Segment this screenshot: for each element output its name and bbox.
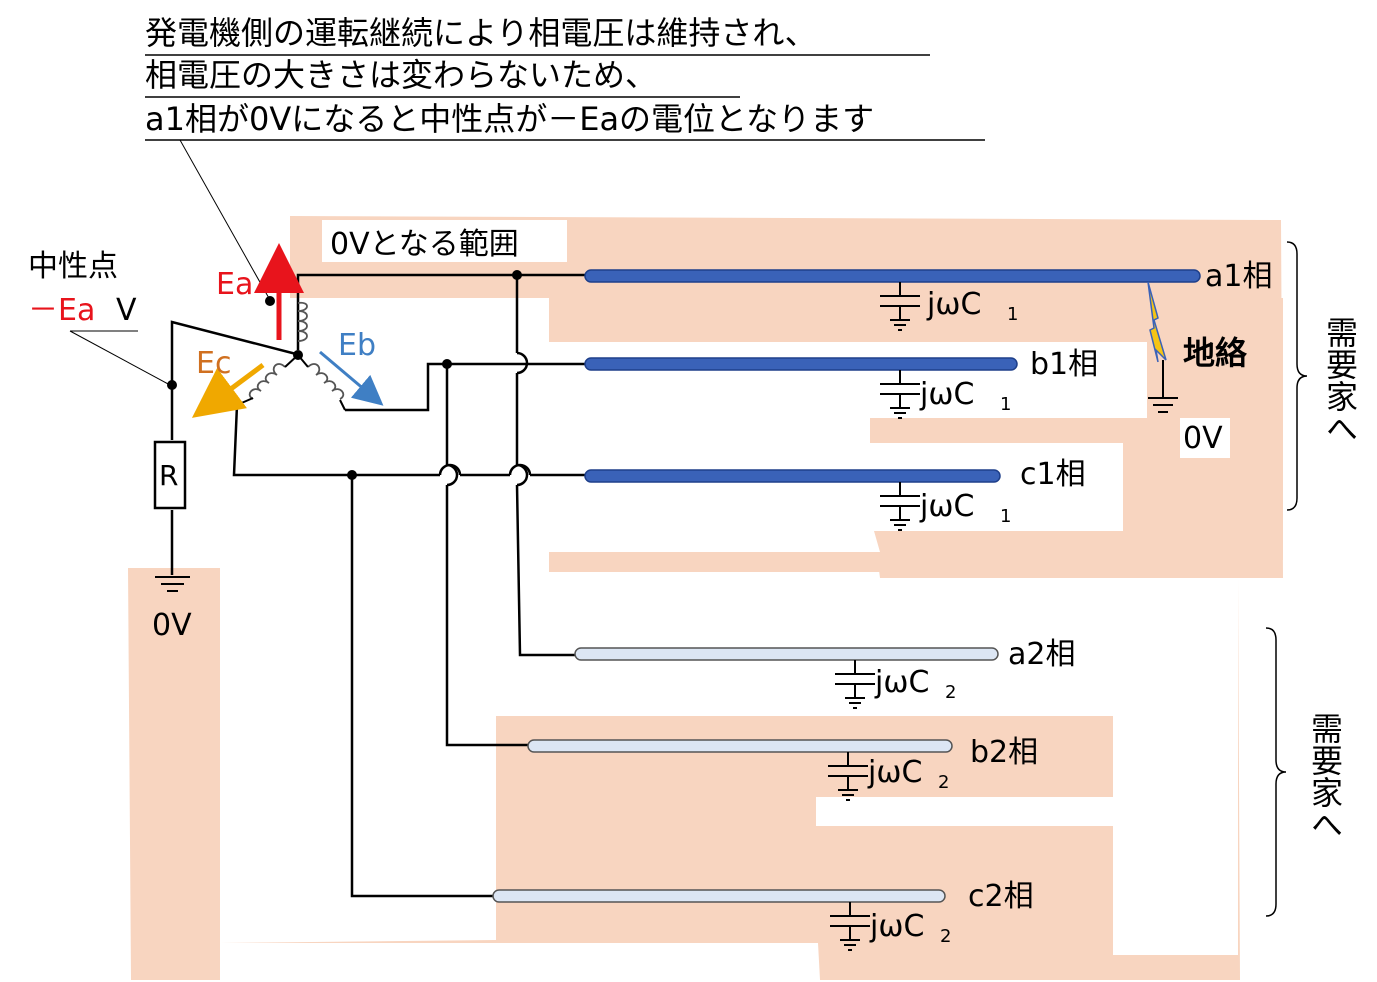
ground-label-fault-bg xyxy=(1180,418,1230,458)
customer-label-2: 需要家へ xyxy=(1306,712,1344,840)
zero-range-label-bg xyxy=(322,220,567,262)
generator-coils xyxy=(248,301,345,400)
cap-label-a2-main: jωC xyxy=(874,665,929,700)
ground-label-fault: 0V xyxy=(1183,421,1223,456)
brace-feeder-2 xyxy=(1265,627,1287,917)
annotation-line-1: 発電機側の運転継続により相電圧は維持され、 xyxy=(145,14,817,52)
region-cutouts xyxy=(496,298,1147,572)
annotation-line-2: 相電圧の大きさは変わらないため、 xyxy=(145,56,657,94)
ec-label: Ec xyxy=(196,346,231,381)
neutral-potential-unit: V xyxy=(116,293,137,328)
phase-label-b1: b1相 xyxy=(1030,347,1098,382)
cap-label-b2: jωC 2 xyxy=(867,755,949,793)
neutral-leader-line xyxy=(69,330,171,386)
cap-label-b1-sub: 1 xyxy=(1000,394,1011,415)
capacitor-b1 xyxy=(880,370,920,419)
cap-label-a1: jωC 1 xyxy=(926,287,1018,325)
generator-wiring xyxy=(170,273,585,898)
capacitor-a2 xyxy=(835,660,875,709)
phase-label-b2: b2相 xyxy=(970,735,1038,770)
fault-label: 地絡 xyxy=(1183,334,1248,372)
fault-lightning-icon xyxy=(1147,281,1167,363)
phase-label-a1: a1相 xyxy=(1205,259,1272,294)
feeder-1 xyxy=(584,269,1201,483)
capacitor-c1 xyxy=(880,482,920,531)
cap-label-c1-main: jωC xyxy=(919,489,974,524)
phase-label-c2: c2相 xyxy=(968,879,1034,914)
cap-label-c2-main: jωC xyxy=(869,909,924,944)
cap-label-b2-sub: 2 xyxy=(938,772,949,793)
ground-label-neutral: 0V xyxy=(152,608,192,643)
cap-label-a1-main: jωC xyxy=(926,287,981,322)
brace-feeder-1 xyxy=(1286,241,1308,511)
neutral-resistor xyxy=(153,440,187,510)
zero-range-label: 0Vとなる範囲 xyxy=(330,227,519,262)
c1-conductor xyxy=(584,469,1001,483)
phase-label-c1: c1相 xyxy=(1020,457,1086,492)
a1-conductor xyxy=(584,269,1201,283)
resistor-label: R xyxy=(159,459,178,492)
c2-conductor xyxy=(492,889,946,903)
capacitor-c2 xyxy=(830,902,870,951)
capacitor-b2 xyxy=(828,752,868,801)
neutral-point-label: 中性点 xyxy=(28,249,118,284)
b1-conductor xyxy=(584,357,1018,371)
ec-arrow xyxy=(191,362,265,418)
cap-label-c2-sub: 2 xyxy=(940,926,951,947)
phase-label-a2: a2相 xyxy=(1008,637,1075,672)
ground-symbol-neutral xyxy=(155,576,190,592)
cap-label-a2: jωC 2 xyxy=(874,665,956,703)
cap-label-c1: jωC 1 xyxy=(919,489,1011,527)
cap-label-b1-main: jωC xyxy=(919,377,974,412)
ground-symbol-fault xyxy=(1148,360,1178,413)
cap-label-a1-sub: 1 xyxy=(1007,304,1018,325)
ea-label: Ea xyxy=(216,267,253,302)
capacitor-a1 xyxy=(880,282,920,331)
customer-label-1: 需要家へ xyxy=(1321,316,1359,444)
a2-conductor xyxy=(574,647,999,661)
cap-label-b2-main: jωC xyxy=(867,755,922,790)
junction-dots xyxy=(167,270,522,480)
neutral-potential-value: －Ea xyxy=(28,293,95,328)
b2-conductor xyxy=(527,739,953,753)
cap-label-b1: jωC 1 xyxy=(919,377,1011,415)
cap-label-c1-sub: 1 xyxy=(1000,506,1011,527)
eb-arrow xyxy=(319,350,384,406)
annotation-line-3: a1相が0Vになると中性点が－Eaの電位となります xyxy=(145,100,874,138)
coil-leads xyxy=(236,354,346,411)
cap-label-a2-sub: 2 xyxy=(945,682,956,703)
feeder-2 xyxy=(492,647,999,903)
eb-label: Eb xyxy=(338,328,376,363)
cap-label-c2: jωC 2 xyxy=(869,909,951,947)
